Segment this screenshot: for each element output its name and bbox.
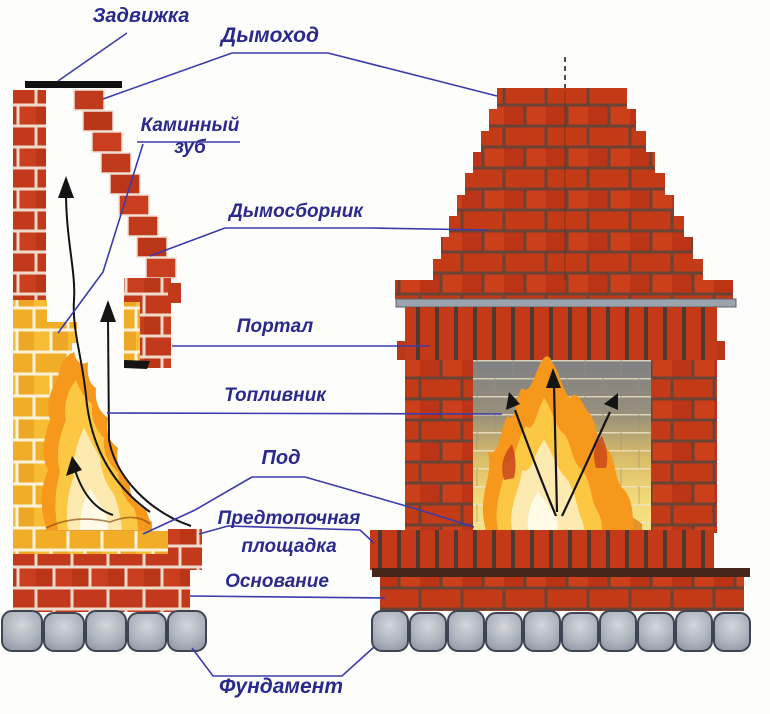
label-chimney: Дымоход [221,24,319,47]
portal-shoulder-right [715,341,725,360]
callout-lines [57,32,503,677]
fire-right [482,356,642,532]
callout-apron [198,525,375,544]
label-portal: Портал [236,316,314,337]
label-smoke-tooth: Каминный зуб [140,115,240,159]
label-firebox: Топливник [224,385,326,406]
label-base: Основание [225,571,329,592]
fire-left [41,352,152,531]
callout-damper [57,32,128,82]
label-hearth-apron: Предтопочная площадка [217,508,361,557]
callout-base [189,595,386,599]
callout-smoke-tooth [57,141,240,334]
apron-edge [372,568,750,577]
callout-smoke-chamber [149,227,488,257]
portal-soldier-band [405,307,717,360]
mantel-course [395,280,733,299]
chimney-pyramid [433,88,703,296]
callout-firebox [106,412,503,415]
mantel-shelf-edge [395,298,737,308]
foundation-stones-right [371,610,751,652]
fireplace-cross-section [1,81,207,652]
hearth-apron-right [370,530,714,570]
smoke-flow-arrows [58,176,192,527]
fireplace-front-view [370,57,751,652]
tooth-block [124,278,181,369]
back-wall-brick [13,90,46,302]
firebox-opening [473,356,651,532]
foundation-stones-left [1,610,207,652]
label-hearth: Под [261,447,301,469]
base-right [380,577,744,611]
base-left [13,554,190,612]
tooth-tip [124,360,150,369]
airflow-arrows [506,368,618,517]
label-smoke-chamber: Дымосборник [229,201,363,222]
callout-chimney [102,52,498,100]
hearth-course [13,531,168,554]
portal-shoulder-left [397,341,407,360]
callout-hearth [142,476,475,535]
label-damper: Задвижка [92,5,190,27]
callout-foundation [191,646,375,677]
damper-bar [25,81,122,88]
label-foundation: Фундамент [219,675,343,698]
smoke-tooth-ledge [13,322,77,343]
